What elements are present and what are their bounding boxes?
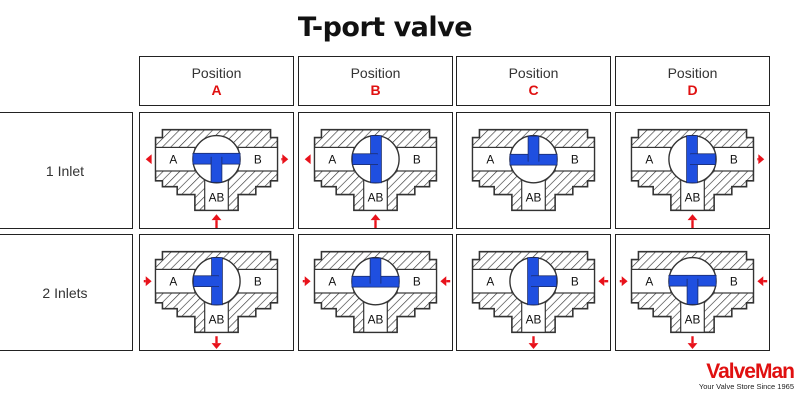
port-ab-label: AB (685, 191, 701, 204)
port-ab-label: AB (526, 313, 542, 326)
port-b-label: B (730, 154, 738, 167)
column-label: Position (191, 64, 242, 81)
port-b-label: B (254, 154, 262, 167)
flow-arrow-ab-in (687, 214, 698, 228)
column-letter: D (687, 81, 698, 98)
t-port-bore (527, 257, 557, 306)
port-ab-label: AB (209, 191, 225, 204)
flow-arrow-a-out (304, 154, 311, 165)
column-label: Position (508, 64, 559, 81)
flow-arrow-a-in (619, 276, 628, 287)
port-ab-label: AB (368, 191, 384, 204)
port-b-label: B (413, 154, 421, 167)
port-ab-label: AB (526, 191, 542, 204)
t-port-bore (193, 257, 223, 306)
port-a-label: A (328, 276, 336, 289)
port-a-label: A (645, 154, 653, 167)
port-a-label: A (169, 276, 177, 289)
flow-arrow-b-out (281, 154, 289, 165)
port-a-label: A (645, 276, 653, 289)
port-ab-label: AB (685, 313, 701, 326)
flow-arrow-ab-in (370, 214, 381, 228)
port-a-label: A (486, 276, 494, 289)
t-port-bore (352, 135, 382, 184)
port-b-label: B (254, 276, 262, 289)
port-b-label: B (571, 154, 579, 167)
t-port-bore (351, 257, 400, 288)
t-port-bore (686, 135, 716, 184)
flow-arrow-b-in (757, 276, 768, 287)
port-a-label: A (169, 154, 177, 167)
port-b-label: B (571, 276, 579, 289)
column-label: Position (667, 64, 718, 81)
row-header-2-inlets: 2 Inlets (0, 234, 133, 351)
logo-brand: ValveMan (706, 360, 795, 383)
port-b-label: B (413, 276, 421, 289)
column-header-b: Position B (298, 56, 453, 106)
flow-arrow-ab-out (211, 336, 222, 350)
flow-arrow-ab-out (528, 336, 539, 350)
column-letter: B (370, 81, 381, 98)
t-port-bore (509, 135, 558, 166)
flow-arrow-b-in (598, 276, 609, 287)
t-port-bore (668, 274, 717, 305)
flow-arrow-ab-in (211, 214, 222, 228)
column-letter: A (211, 81, 222, 98)
flow-arrow-b-in (440, 276, 451, 287)
t-port-bore (192, 152, 241, 183)
flow-arrow-ab-out (687, 336, 698, 350)
port-b-label: B (730, 276, 738, 289)
column-header-a: Position A (139, 56, 294, 106)
row-header-1-inlet: 1 Inlet (0, 112, 133, 229)
page-title: T-port valve (297, 12, 473, 43)
port-a-label: A (486, 154, 494, 167)
port-a-label: A (328, 154, 336, 167)
logo-tagline: Your Valve Store Since 1965 (698, 382, 794, 391)
column-label: Position (350, 64, 401, 81)
port-ab-label: AB (209, 313, 225, 326)
flow-arrow-a-out (145, 154, 152, 165)
port-ab-label: AB (368, 313, 384, 326)
valveman-logo: ValveMan Your Valve Store Since 1965 (698, 360, 795, 391)
column-header-d: Position D (615, 56, 770, 106)
column-letter: C (528, 81, 539, 98)
flow-arrow-a-in (302, 276, 311, 287)
column-header-c: Position C (456, 56, 611, 106)
flow-arrow-a-in (143, 276, 152, 287)
flow-arrow-b-out (757, 154, 765, 165)
